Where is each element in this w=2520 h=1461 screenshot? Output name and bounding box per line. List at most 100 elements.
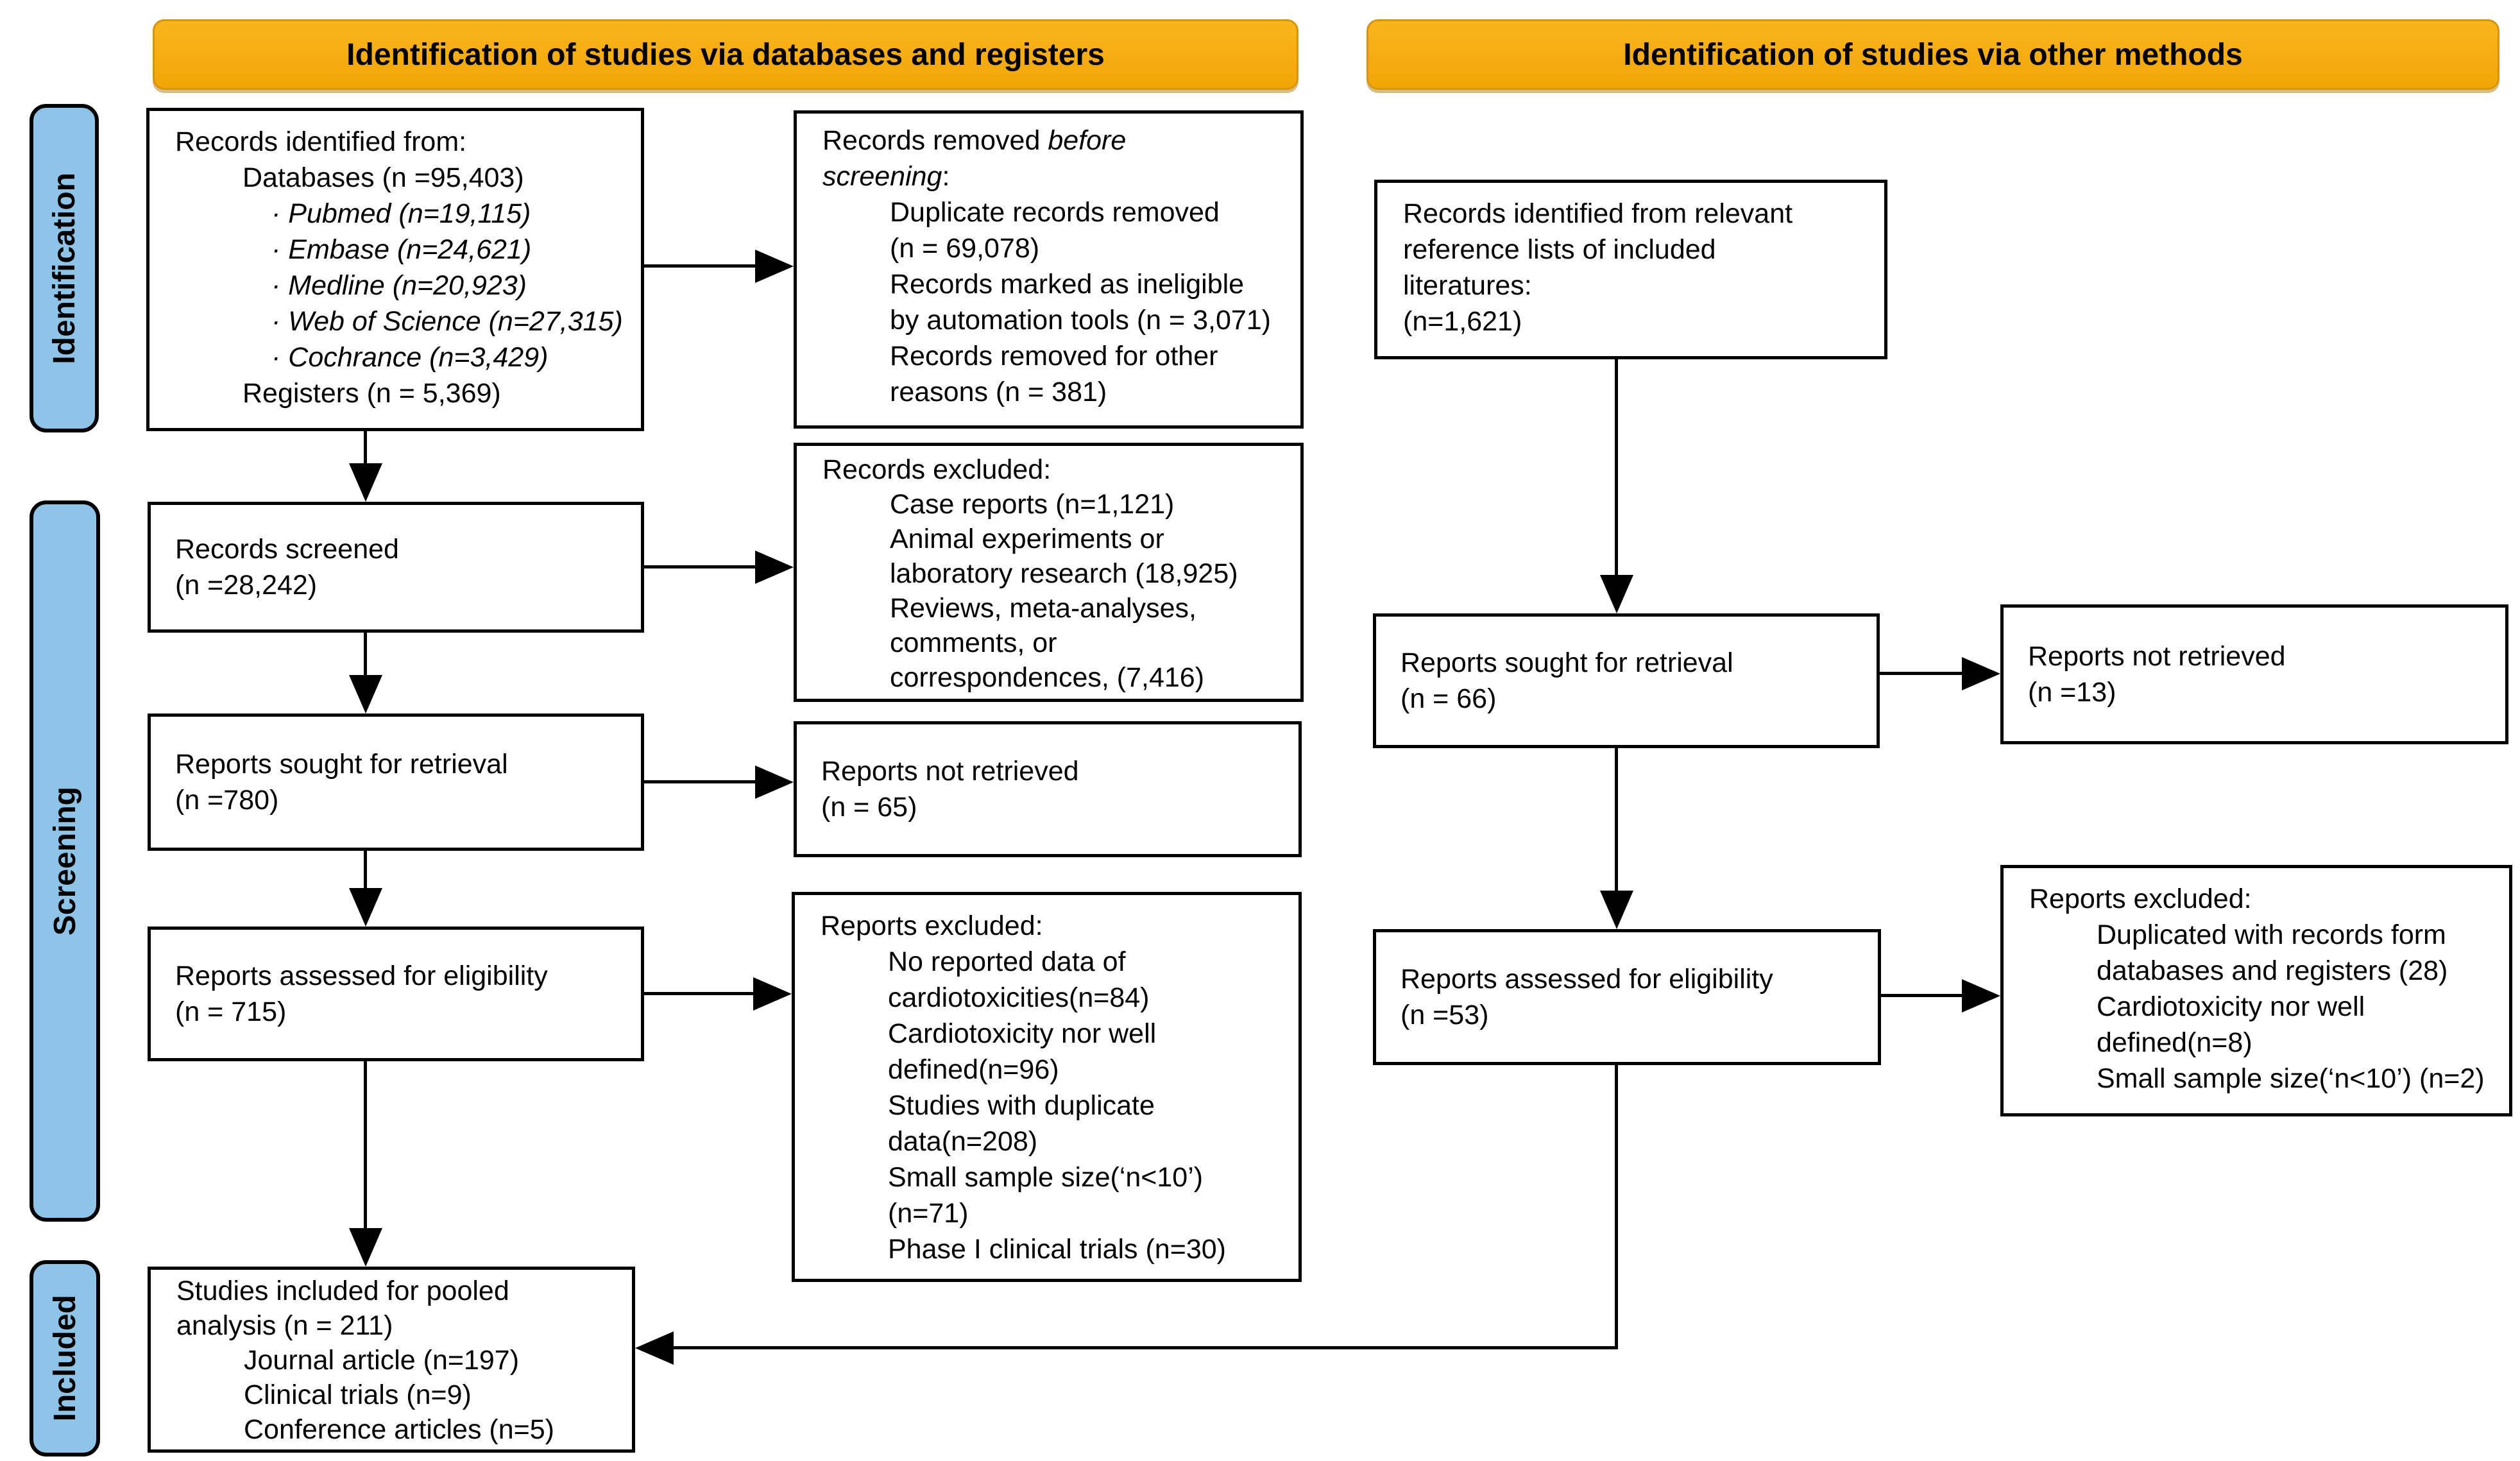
text-line: Conference articles (n=5) bbox=[244, 1414, 554, 1445]
arrow-down-icon bbox=[349, 675, 382, 713]
text-line: Small sample size(‘n<10’) bbox=[888, 1162, 1204, 1193]
text-line: Case reports (n=1,121) bbox=[890, 489, 1175, 520]
box-records-excluded: Records excluded: Case reports (n=1,121)… bbox=[794, 443, 1304, 702]
connector-line bbox=[1881, 994, 1964, 997]
arrow-down-icon bbox=[1600, 575, 1633, 613]
text-line: Animal experiments or bbox=[890, 524, 1164, 554]
text-line: laboratory research (18,925) bbox=[890, 558, 1238, 589]
text-line: (n = 65) bbox=[821, 792, 917, 823]
text-line: Records removed for other bbox=[890, 341, 1218, 372]
connector-line bbox=[644, 264, 758, 268]
box-records-identified: Records identified from: Databases (n =9… bbox=[146, 108, 644, 431]
box-other-reports-sought: Reports sought for retrieval (n = 66) bbox=[1373, 613, 1880, 748]
text-line: Studies with duplicate bbox=[888, 1090, 1155, 1121]
text-line: (n =28,242) bbox=[175, 570, 318, 601]
text-line: defined(n=8) bbox=[2097, 1027, 2252, 1058]
text-line: Studies included for pooled bbox=[176, 1276, 509, 1306]
text-line: · Embase (n=24,621) bbox=[271, 234, 532, 265]
connector-line bbox=[671, 1346, 1618, 1349]
text-line: cardiotoxicities(n=84) bbox=[888, 982, 1150, 1013]
text-line: (n = 715) bbox=[175, 996, 287, 1027]
connector-line bbox=[364, 431, 367, 466]
arrow-down-icon bbox=[349, 888, 382, 927]
text-line: Records removed before bbox=[822, 125, 1127, 156]
text-line: (n=71) bbox=[888, 1198, 969, 1229]
connector-line bbox=[1615, 748, 1618, 893]
text-line: Reports not retrieved bbox=[2028, 641, 2286, 672]
text-line: literatures: bbox=[1403, 270, 1532, 301]
arrow-right-icon bbox=[1962, 979, 2000, 1012]
box-other-reports-excluded: Reports excluded: Duplicated with record… bbox=[2000, 865, 2512, 1116]
text-line: screening: bbox=[822, 161, 950, 192]
box-other-records-identified: Records identified from relevant referen… bbox=[1374, 180, 1887, 359]
text-line: Clinical trials (n=9) bbox=[244, 1380, 472, 1410]
text-line: Reports excluded: bbox=[2029, 884, 2252, 914]
text-line: · Medline (n=20,923) bbox=[271, 270, 527, 301]
text-line: comments, or bbox=[890, 628, 1057, 658]
box-other-reports-not-retrieved: Reports not retrieved (n =13) bbox=[2000, 604, 2508, 744]
arrow-down-icon bbox=[349, 463, 382, 502]
box-records-removed: Records removed before screening: Duplic… bbox=[794, 110, 1304, 429]
arrow-right-icon bbox=[755, 250, 794, 283]
text-line: Reports sought for retrieval bbox=[175, 749, 508, 780]
text-line: analysis (n = 211) bbox=[176, 1310, 393, 1341]
text-line: (n =53) bbox=[1400, 1000, 1489, 1030]
text-line: Cardiotoxicity nor well bbox=[2097, 991, 2365, 1022]
text-line: Reviews, meta-analyses, bbox=[890, 593, 1196, 624]
text-line: by automation tools (n = 3,071) bbox=[890, 305, 1272, 336]
text-line: Reports excluded: bbox=[821, 910, 1043, 941]
text-line: Reports not retrieved bbox=[821, 756, 1079, 787]
connector-line bbox=[364, 1061, 367, 1231]
arrow-right-icon bbox=[753, 977, 792, 1011]
connector-line bbox=[1880, 672, 1964, 675]
text-line: Databases (n =95,403) bbox=[243, 162, 524, 193]
text-line: Records marked as ineligible bbox=[890, 269, 1245, 300]
text-line: · Web of Science (n=27,315) bbox=[271, 306, 623, 337]
stage-label-identification: Identification bbox=[30, 104, 99, 432]
arrow-right-icon bbox=[755, 765, 794, 799]
connector-line bbox=[644, 780, 758, 783]
arrow-down-icon bbox=[1600, 891, 1633, 929]
text-line: (n =780) bbox=[175, 785, 279, 816]
arrow-right-icon bbox=[755, 551, 794, 584]
text-line: Records identified from: bbox=[175, 126, 467, 157]
text-line: Reports assessed for eligibility bbox=[175, 961, 548, 991]
arrow-left-icon bbox=[635, 1331, 674, 1365]
text-line: Small sample size(‘n<10’) (n=2) bbox=[2097, 1063, 2485, 1094]
box-reports-not-retrieved: Reports not retrieved (n = 65) bbox=[794, 721, 1302, 857]
text-line: · Cochrance (n=3,429) bbox=[271, 342, 549, 373]
box-reports-excluded: Reports excluded: No reported data of ca… bbox=[792, 892, 1302, 1282]
banner-other-methods: Identification of studies via other meth… bbox=[1366, 19, 2499, 90]
connector-line bbox=[644, 992, 756, 995]
connector-line bbox=[1615, 1065, 1618, 1349]
text-line: defined(n=96) bbox=[888, 1054, 1059, 1085]
stage-label-included: Included bbox=[30, 1260, 100, 1457]
box-records-screened: Records screened (n =28,242) bbox=[148, 502, 644, 633]
text-line: Cardiotoxicity nor well bbox=[888, 1018, 1157, 1049]
banner-databases-registers: Identification of studies via databases … bbox=[153, 19, 1298, 90]
arrow-down-icon bbox=[349, 1228, 382, 1267]
text-line: No reported data of bbox=[888, 946, 1126, 977]
text-line: (n = 69,078) bbox=[890, 233, 1040, 264]
text-line: (n = 66) bbox=[1400, 683, 1497, 714]
text-line: reference lists of included bbox=[1403, 234, 1716, 265]
connector-line bbox=[364, 633, 367, 678]
box-reports-sought: Reports sought for retrieval (n =780) bbox=[148, 713, 644, 851]
connector-line bbox=[364, 851, 367, 891]
text-line: Registers (n = 5,369) bbox=[243, 378, 501, 409]
box-reports-assessed: Reports assessed for eligibility (n = 71… bbox=[148, 927, 644, 1061]
text-line: Reports sought for retrieval bbox=[1400, 647, 1733, 678]
text-line: Duplicate records removed bbox=[890, 197, 1220, 228]
text-line: Records excluded: bbox=[822, 454, 1051, 485]
connector-line bbox=[644, 565, 758, 568]
text-line: data(n=208) bbox=[888, 1126, 1038, 1157]
box-other-reports-assessed: Reports assessed for eligibility (n =53) bbox=[1373, 929, 1881, 1065]
text-line: · Pubmed (n=19,115) bbox=[271, 198, 531, 229]
arrow-right-icon bbox=[1962, 657, 2000, 690]
text-line: (n=1,621) bbox=[1403, 306, 1522, 337]
text-line: Reports assessed for eligibility bbox=[1400, 964, 1773, 995]
text-line: reasons (n = 381) bbox=[890, 377, 1107, 407]
box-studies-included: Studies included for pooled analysis (n … bbox=[148, 1267, 635, 1453]
text-line: Records screened bbox=[175, 534, 399, 565]
